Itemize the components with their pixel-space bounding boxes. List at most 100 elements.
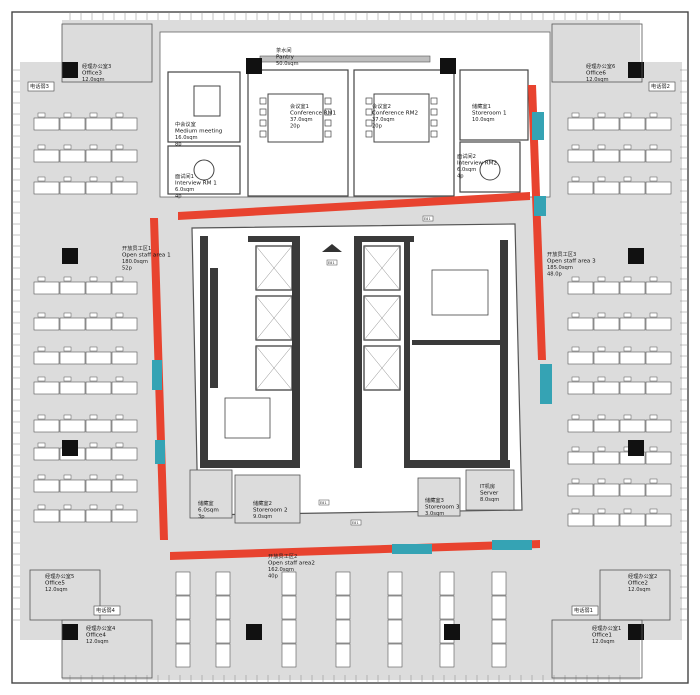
desk [281,643,297,668]
desk [567,181,594,195]
chair [324,108,332,116]
room-label-line: 6.0sqm [198,508,219,514]
room-label-line: IT机房 [480,482,495,490]
desk [619,181,646,195]
desk-chair [571,276,580,282]
desk [281,595,297,620]
desk-chair [623,376,632,382]
room-label-line: 4p [457,174,464,180]
stair-1 [224,397,271,439]
conference-chairs [259,97,438,138]
desk [111,117,138,131]
room-label-line: 面试间1 [175,172,194,180]
room-label-line: 162.0sqm [268,567,294,573]
structural-column [62,624,78,640]
room-label-line: 3p [198,514,205,520]
desk-chair [63,312,72,318]
desk [33,281,60,295]
desk-chair [89,442,98,448]
room-label-line: 6.0sqm [457,167,476,173]
door-tag [318,499,330,506]
door-tag-label: E01 [424,217,431,221]
desk [111,181,138,195]
room-label-line: 50.0sqm [276,61,299,67]
desk-chair [597,276,606,282]
desk [33,509,60,523]
storeroom-3-room [417,477,461,517]
desk-chair [649,346,658,352]
door-tag [326,259,338,266]
desk-chair [649,144,658,150]
desk [111,281,138,295]
desk-chair [115,474,124,480]
desk [215,595,231,620]
desk [387,571,403,596]
desk [335,643,351,668]
desk [567,149,594,163]
desk [111,419,138,433]
desk-chair [89,504,98,510]
desk [33,149,60,163]
desk-chair [115,312,124,318]
desk-chair [623,144,632,150]
desk-chair [597,346,606,352]
room-label-line: 185.0sqm [547,265,573,271]
red-strip-bottom [170,540,540,560]
desk-chair [623,414,632,420]
room-label-line: Pantry [276,55,295,61]
core-wall-east [500,240,508,466]
structural-column [628,248,644,264]
core-wall-mid-1 [292,236,300,468]
desk [645,281,672,295]
desk-chair [115,176,124,182]
desk-chair [623,508,632,514]
desk [645,351,672,365]
desk-chair [63,474,72,480]
desk [619,317,646,331]
desk [645,513,672,527]
room-label-line: 37.0sqm [372,117,395,123]
desk-chair [89,144,98,150]
desk [491,571,507,596]
desk [619,381,646,395]
desk [335,619,351,644]
desk-chair [37,176,46,182]
desk [85,447,112,461]
teal-panel-right-3 [540,364,552,404]
desk-chair [623,276,632,282]
desk [567,451,594,465]
desk-chair [571,376,580,382]
desk [593,513,620,527]
desk-chair [37,474,46,480]
chair [365,119,373,127]
desk-chair [89,346,98,352]
elevator-cross [363,245,401,291]
desk [593,483,620,497]
desk [567,281,594,295]
building-core [191,223,523,516]
room-label-line: 16.0sqm [175,135,198,141]
chair [365,97,373,105]
desk [645,483,672,497]
elevator-cross [255,245,293,291]
room-label-line: 开放员工区3 [547,250,576,258]
desk [111,447,138,461]
desk-chair [63,376,72,382]
electrical-room [27,81,55,92]
desk-chair [89,376,98,382]
room-label-line: 开放员工区2 [268,552,297,560]
teal-panel-left-2 [155,440,165,464]
desk [387,643,403,668]
desk-chair [115,414,124,420]
core-stair-wall [210,268,218,388]
electrical-room-label: 电话弱2 [651,82,670,90]
desk [593,419,620,433]
desk-chair [649,276,658,282]
elevator-cross [255,345,293,391]
